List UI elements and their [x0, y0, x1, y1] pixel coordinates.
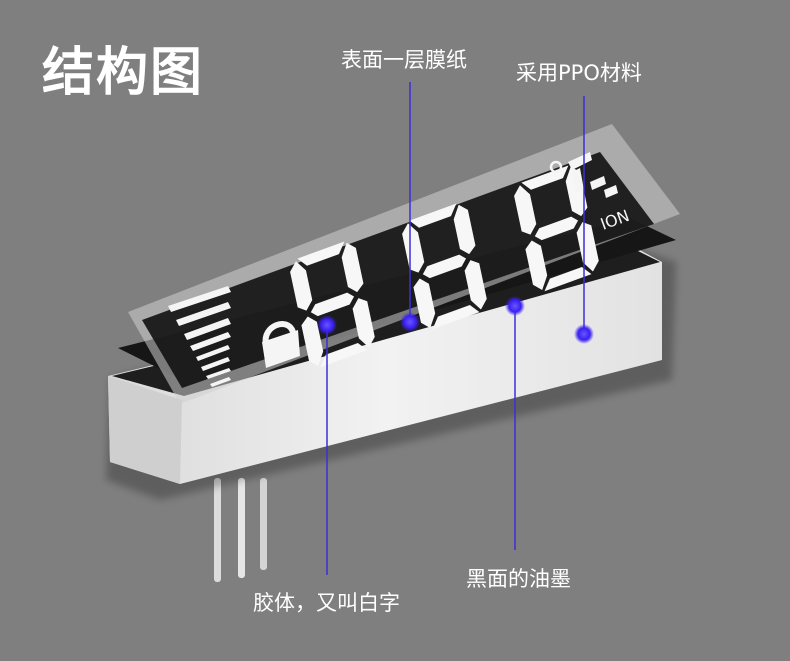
digit-segment [290, 261, 313, 311]
digit-segment [413, 278, 436, 328]
pin [238, 478, 245, 578]
digit-segment [525, 240, 548, 290]
digit [402, 203, 487, 330]
lock-icon [262, 321, 300, 368]
digit-segment [576, 222, 599, 272]
bar-graph [168, 286, 231, 387]
leader-lines [326, 82, 585, 575]
digit-segment [422, 254, 467, 279]
digit-segment [464, 260, 487, 310]
digit-segment [453, 204, 476, 255]
seven-segment-digits [290, 165, 599, 368]
label-body: 胶体，又叫白字 [253, 591, 400, 615]
digit-segment [320, 342, 368, 368]
marker-body [317, 315, 337, 335]
digit-segment [402, 223, 425, 273]
pin [260, 478, 267, 570]
digit-segment [432, 304, 480, 330]
pins [214, 478, 267, 582]
digit-segment [341, 242, 364, 293]
marker-film [400, 312, 420, 332]
digit-segment [310, 292, 355, 317]
marker-ink [505, 296, 525, 316]
digit-segment [514, 185, 537, 235]
digit-segment [297, 241, 345, 266]
digit-segment [544, 266, 592, 292]
page-title: 结构图 [42, 43, 205, 103]
digit-segment [301, 316, 324, 366]
marker-ppo [574, 324, 594, 344]
label-surface-film: 表面一层膜纸 [341, 48, 467, 72]
surface-film: ION [128, 124, 680, 404]
digit-segment [534, 216, 579, 241]
pin [214, 478, 221, 582]
markers [317, 296, 594, 344]
digit-segment [352, 298, 375, 348]
body-side [108, 376, 182, 484]
digit-segment [409, 203, 457, 228]
digit [290, 241, 375, 368]
celsius-icon [549, 152, 618, 198]
label-ppo-material: 采用PPO材料 [516, 61, 642, 85]
label-black-ink: 黑面的油墨 [466, 567, 571, 591]
